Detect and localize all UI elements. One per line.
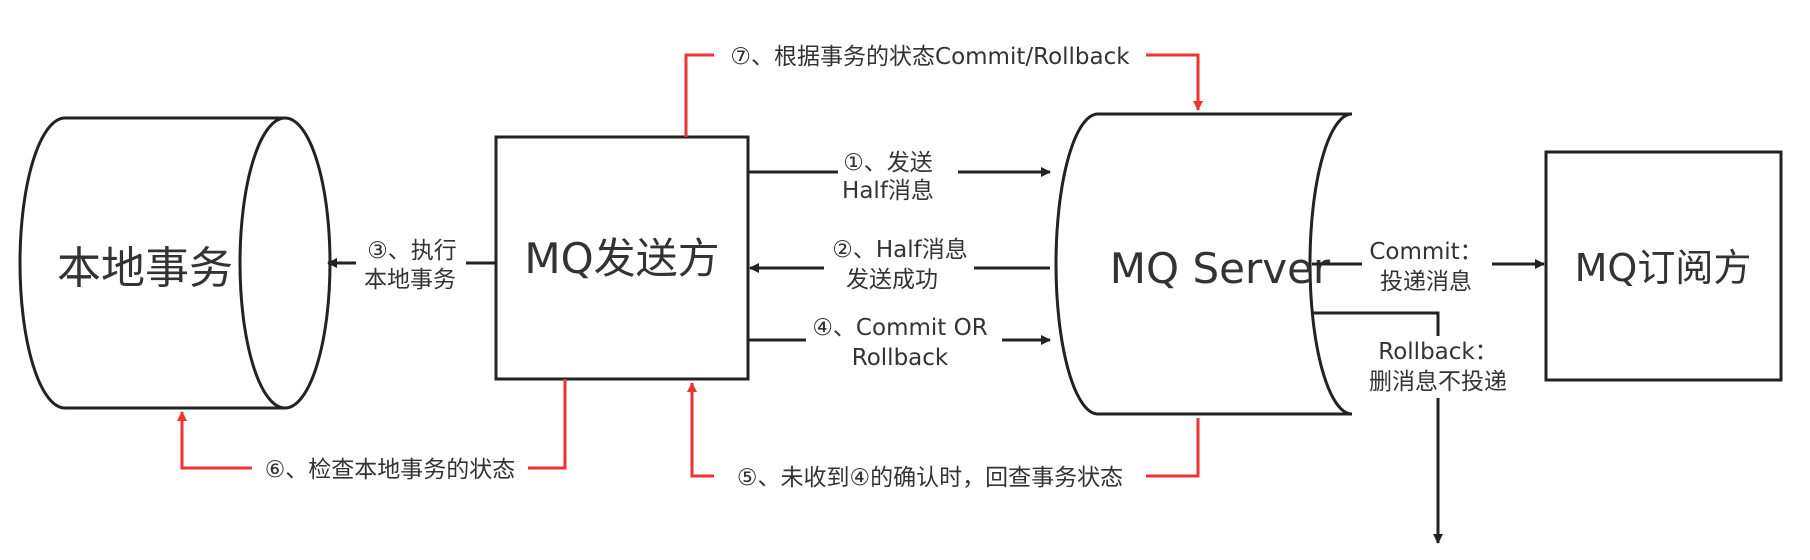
label-rollback-delete-2: 删消息不投递 xyxy=(1369,369,1507,395)
label-commit-or-rollback-2: Rollback xyxy=(852,345,949,371)
mq-sender-node: MQ发送方 xyxy=(494,135,750,381)
mq-subscriber-label: MQ订阅方 xyxy=(1575,246,1752,290)
label-commit-deliver-1: Commit： xyxy=(1369,239,1482,265)
label-commit-or-rollback-1: ④、Commit OR xyxy=(812,315,987,341)
label-exec-local-2: 本地事务 xyxy=(364,267,456,293)
label-send-half-2: Half消息 xyxy=(842,178,934,204)
label-rollback-delete-1: Rollback： xyxy=(1378,339,1497,365)
label-by-status: ⑦、根据事务的状态Commit/Rollback xyxy=(730,44,1130,70)
local-transaction-node: 本地事务 xyxy=(18,116,332,410)
mq-server-label: MQ Server xyxy=(1110,244,1331,293)
label-exec-local-1: ③、执行 xyxy=(367,238,457,264)
mq-sender-label: MQ发送方 xyxy=(524,234,719,283)
label-send-half-1: ①、发送 xyxy=(843,150,933,176)
label-half-success-2: 发送成功 xyxy=(846,267,938,293)
local-transaction-label: 本地事务 xyxy=(57,243,233,294)
mq-subscriber-node: MQ订阅方 xyxy=(1544,150,1783,382)
arrow-rollback-delete xyxy=(1312,311,1443,544)
mq-server-node: MQ Server xyxy=(1054,112,1353,416)
label-check-back: ⑤、未收到④的确认时，回查事务状态 xyxy=(737,465,1123,491)
label-check-local: ⑥、检查本地事务的状态 xyxy=(265,457,516,483)
label-half-success-1: ②、Half消息 xyxy=(832,237,968,263)
label-commit-deliver-2: 投递消息 xyxy=(1380,269,1472,295)
